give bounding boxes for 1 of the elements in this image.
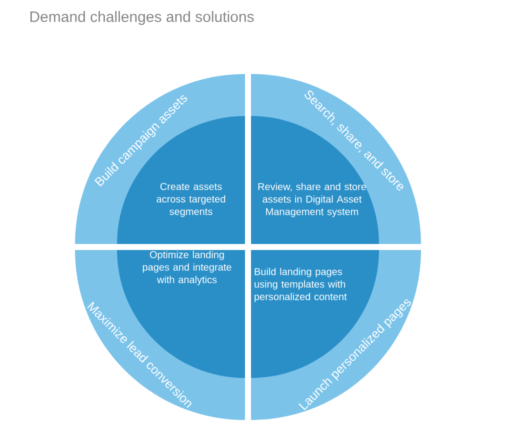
title: Demand challenges and solutions [30,11,254,25]
